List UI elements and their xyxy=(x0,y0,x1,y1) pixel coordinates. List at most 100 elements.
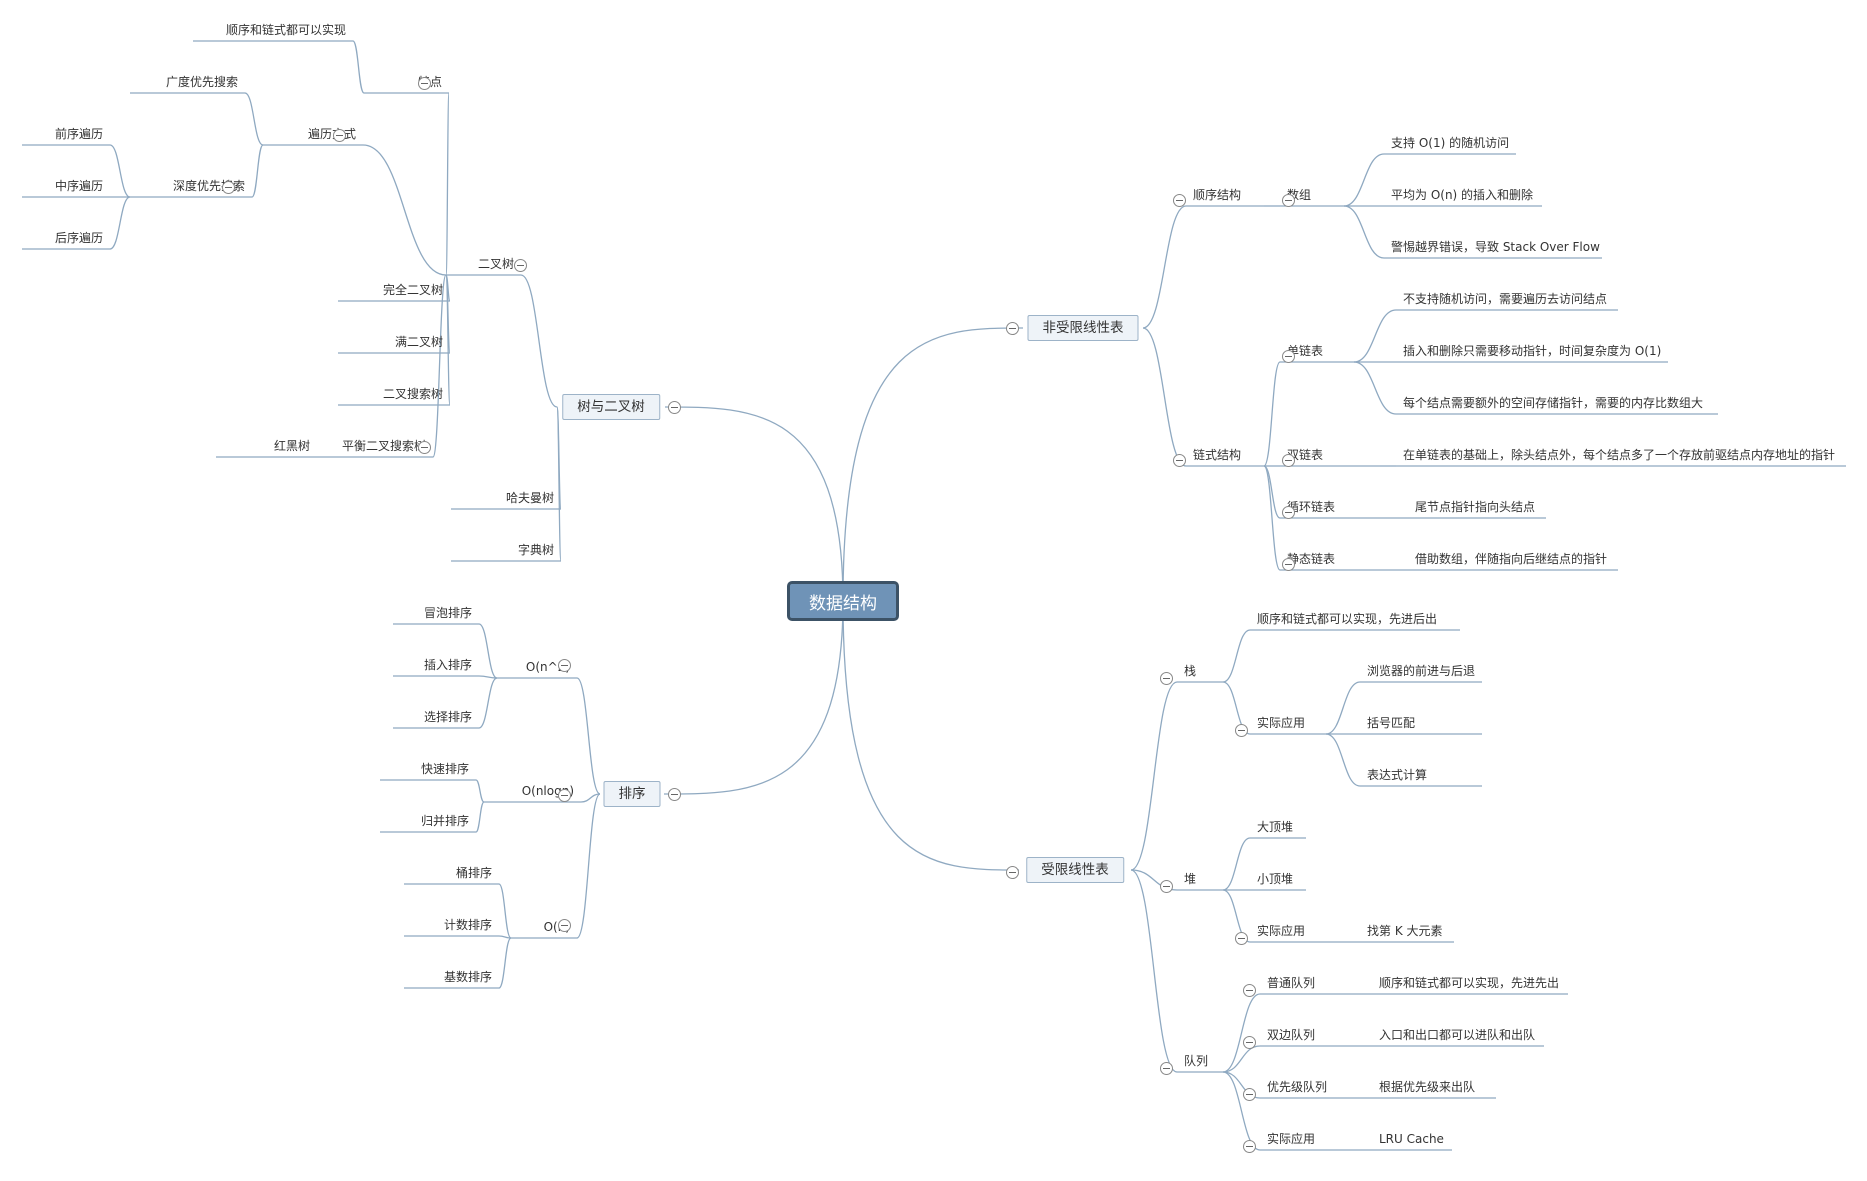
node-前序遍历-leaf[interactable]: 前序遍历 xyxy=(54,127,103,141)
node-深度优先搜索-topic[interactable]: 深度优先搜索 xyxy=(172,179,245,193)
node-队列-topic[interactable]: 队列 xyxy=(1184,1054,1209,1068)
node-基数排序-leaf[interactable]: 基数排序 xyxy=(443,970,492,984)
branch-connector xyxy=(1343,205,1385,259)
node-不支持随机访问需要遍历去访问结点-leaf[interactable]: 不支持随机访问，需要遍历去访问结点 xyxy=(1403,292,1608,306)
node-平衡二叉搜索树-topic[interactable]: 平衡二叉搜索树 xyxy=(341,439,426,453)
collapse-toggle-icon[interactable] xyxy=(667,787,681,801)
node-快速排序-leaf[interactable]: 快速排序 xyxy=(420,762,469,776)
node-实际应用-topic[interactable]: 实际应用 xyxy=(1257,924,1306,938)
node-完全二叉树-leaf[interactable]: 完全二叉树 xyxy=(382,283,443,297)
collapse-toggle-icon[interactable] xyxy=(1234,931,1248,945)
node-插入和删除只需要移动指针时间复杂度为-o(1)-leaf[interactable]: 插入和删除只需要移动指针，时间复杂度为 O(1) xyxy=(1403,344,1662,358)
node-平均为-o(n)-的插入和删除-leaf[interactable]: 平均为 O(n) 的插入和删除 xyxy=(1391,188,1534,202)
collapse-toggle-icon[interactable] xyxy=(1281,505,1295,519)
collapse-toggle-icon[interactable] xyxy=(1005,321,1019,335)
collapse-toggle-icon[interactable] xyxy=(557,788,571,802)
node-堆-topic[interactable]: 堆 xyxy=(1184,872,1197,886)
node-树与二叉树-topic[interactable]: 树与二叉树 xyxy=(562,394,660,420)
node-循环链表-topic[interactable]: 循环链表 xyxy=(1287,500,1336,514)
branch-connector xyxy=(1142,205,1187,329)
node-借助数组伴随指向后继结点的指针-leaf[interactable]: 借助数组，伴随指向后继结点的指针 xyxy=(1415,552,1608,566)
node-顺序和链式都可以实现-leaf[interactable]: 顺序和链式都可以实现 xyxy=(225,23,346,37)
branch-connector xyxy=(1222,993,1261,1073)
node-双边队列-topic[interactable]: 双边队列 xyxy=(1267,1028,1316,1042)
collapse-toggle-icon[interactable] xyxy=(1242,983,1256,997)
node-每个结点需要额外的空间存储指针需要的内存比数组大-leaf[interactable]: 每个结点需要额外的空间存储指针，需要的内存比数组大 xyxy=(1403,396,1704,410)
node-选择排序-leaf[interactable]: 选择排序 xyxy=(423,710,472,724)
node-计数排序-leaf[interactable]: 计数排序 xyxy=(443,918,492,932)
node-实际应用-topic[interactable]: 实际应用 xyxy=(1267,1132,1316,1146)
node-单链表-topic[interactable]: 单链表 xyxy=(1287,344,1324,358)
node-大顶堆-leaf[interactable]: 大顶堆 xyxy=(1257,820,1294,834)
collapse-toggle-icon[interactable] xyxy=(1159,1061,1173,1075)
node-哈夫曼树-leaf[interactable]: 哈夫曼树 xyxy=(505,491,554,505)
node-找第-k-大元素-leaf[interactable]: 找第 K 大元素 xyxy=(1367,924,1443,938)
collapse-toggle-icon[interactable] xyxy=(1234,723,1248,737)
node-优先级队列-topic[interactable]: 优先级队列 xyxy=(1267,1080,1328,1094)
node-尾节点指针指向头结点-leaf[interactable]: 尾节点指针指向头结点 xyxy=(1415,500,1536,514)
branch-connector xyxy=(1353,309,1397,363)
collapse-toggle-icon[interactable] xyxy=(1281,349,1295,363)
collapse-toggle-icon[interactable] xyxy=(557,918,571,932)
collapse-toggle-icon[interactable] xyxy=(667,400,681,414)
node-lru-cache-leaf[interactable]: LRU Cache xyxy=(1379,1132,1444,1146)
branch-connector xyxy=(1130,869,1178,1073)
branch-connector xyxy=(362,144,447,276)
node-根据优先级来出队-leaf[interactable]: 根据优先级来出队 xyxy=(1379,1080,1476,1094)
node-括号匹配-leaf[interactable]: 括号匹配 xyxy=(1367,716,1416,730)
node-广度优先搜索-leaf[interactable]: 广度优先搜索 xyxy=(165,75,238,89)
collapse-toggle-icon[interactable] xyxy=(1281,453,1295,467)
collapse-toggle-icon[interactable] xyxy=(221,180,235,194)
node-支持-o(1)-的随机访问-leaf[interactable]: 支持 O(1) 的随机访问 xyxy=(1391,136,1510,150)
node-普通队列-topic[interactable]: 普通队列 xyxy=(1267,976,1316,990)
collapse-toggle-icon[interactable] xyxy=(513,258,527,272)
node-满二叉树-leaf[interactable]: 满二叉树 xyxy=(394,335,443,349)
collapse-toggle-icon[interactable] xyxy=(557,658,571,672)
node-二叉树-topic[interactable]: 二叉树 xyxy=(477,257,514,271)
collapse-toggle-icon[interactable] xyxy=(1005,865,1019,879)
collapse-toggle-icon[interactable] xyxy=(1281,557,1295,571)
collapse-toggle-icon[interactable] xyxy=(1159,671,1173,685)
collapse-toggle-icon[interactable] xyxy=(1172,453,1186,467)
node-归并排序-leaf[interactable]: 归并排序 xyxy=(420,814,469,828)
branch-connector xyxy=(498,935,512,939)
node-栈-topic[interactable]: 栈 xyxy=(1184,664,1197,678)
node-受限线性表-topic[interactable]: 受限线性表 xyxy=(1026,857,1124,883)
node-排序-topic[interactable]: 排序 xyxy=(603,781,661,807)
collapse-toggle-icon[interactable] xyxy=(417,440,431,454)
collapse-toggle-icon[interactable] xyxy=(1159,879,1173,893)
node-后序遍历-leaf[interactable]: 后序遍历 xyxy=(54,231,103,245)
node-浏览器的前进与后退-leaf[interactable]: 浏览器的前进与后退 xyxy=(1367,664,1476,678)
mindmap-root-topic[interactable]: 数据结构 xyxy=(787,581,899,621)
node-二叉搜索树-leaf[interactable]: 二叉搜索树 xyxy=(382,387,443,401)
node-中序遍历-leaf[interactable]: 中序遍历 xyxy=(54,179,103,193)
branch-connector xyxy=(1353,361,1397,415)
node-表达式计算-leaf[interactable]: 表达式计算 xyxy=(1367,768,1428,782)
collapse-toggle-icon[interactable] xyxy=(1242,1087,1256,1101)
collapse-toggle-icon[interactable] xyxy=(1172,193,1186,207)
node-顺序和链式都可以实现先进后出-leaf[interactable]: 顺序和链式都可以实现，先进后出 xyxy=(1257,612,1438,626)
collapse-toggle-icon[interactable] xyxy=(332,128,346,142)
node-非受限线性表-topic[interactable]: 非受限线性表 xyxy=(1027,315,1139,341)
node-红黑树-leaf[interactable]: 红黑树 xyxy=(273,439,310,453)
node-顺序和链式都可以实现先进先出-leaf[interactable]: 顺序和链式都可以实现，先进先出 xyxy=(1379,976,1560,990)
node-插入排序-leaf[interactable]: 插入排序 xyxy=(423,658,472,672)
node-入口和出口都可以进队和出队-leaf[interactable]: 入口和出口都可以进队和出队 xyxy=(1379,1028,1536,1042)
collapse-toggle-icon[interactable] xyxy=(1242,1139,1256,1153)
collapse-toggle-icon[interactable] xyxy=(1281,193,1295,207)
node-遍历方式-topic[interactable]: 遍历方式 xyxy=(307,127,356,141)
node-冒泡排序-leaf[interactable]: 冒泡排序 xyxy=(423,606,472,620)
node-字典树-leaf[interactable]: 字典树 xyxy=(517,543,554,557)
node-在单链表的基础上除头结点外每个结点多了一个存放前驱结点内存地址的指针-leaf[interactable]: 在单链表的基础上，除头结点外，每个结点多了一个存放前驱结点内存地址的指针 xyxy=(1403,448,1836,462)
node-静态链表-topic[interactable]: 静态链表 xyxy=(1287,552,1336,566)
node-警惕越界错误导致-stack-over-flow-leaf[interactable]: 警惕越界错误，导致 Stack Over Flow xyxy=(1391,240,1600,254)
branch-connector xyxy=(251,144,264,198)
node-小顶堆-leaf[interactable]: 小顶堆 xyxy=(1257,872,1294,886)
collapse-toggle-icon[interactable] xyxy=(417,76,431,90)
node-桶排序-leaf[interactable]: 桶排序 xyxy=(455,866,492,880)
node-链式结构-topic[interactable]: 链式结构 xyxy=(1193,448,1242,462)
collapse-toggle-icon[interactable] xyxy=(1242,1035,1256,1049)
node-实际应用-topic[interactable]: 实际应用 xyxy=(1257,716,1306,730)
node-双链表-topic[interactable]: 双链表 xyxy=(1287,448,1324,462)
node-顺序结构-topic[interactable]: 顺序结构 xyxy=(1193,188,1242,202)
